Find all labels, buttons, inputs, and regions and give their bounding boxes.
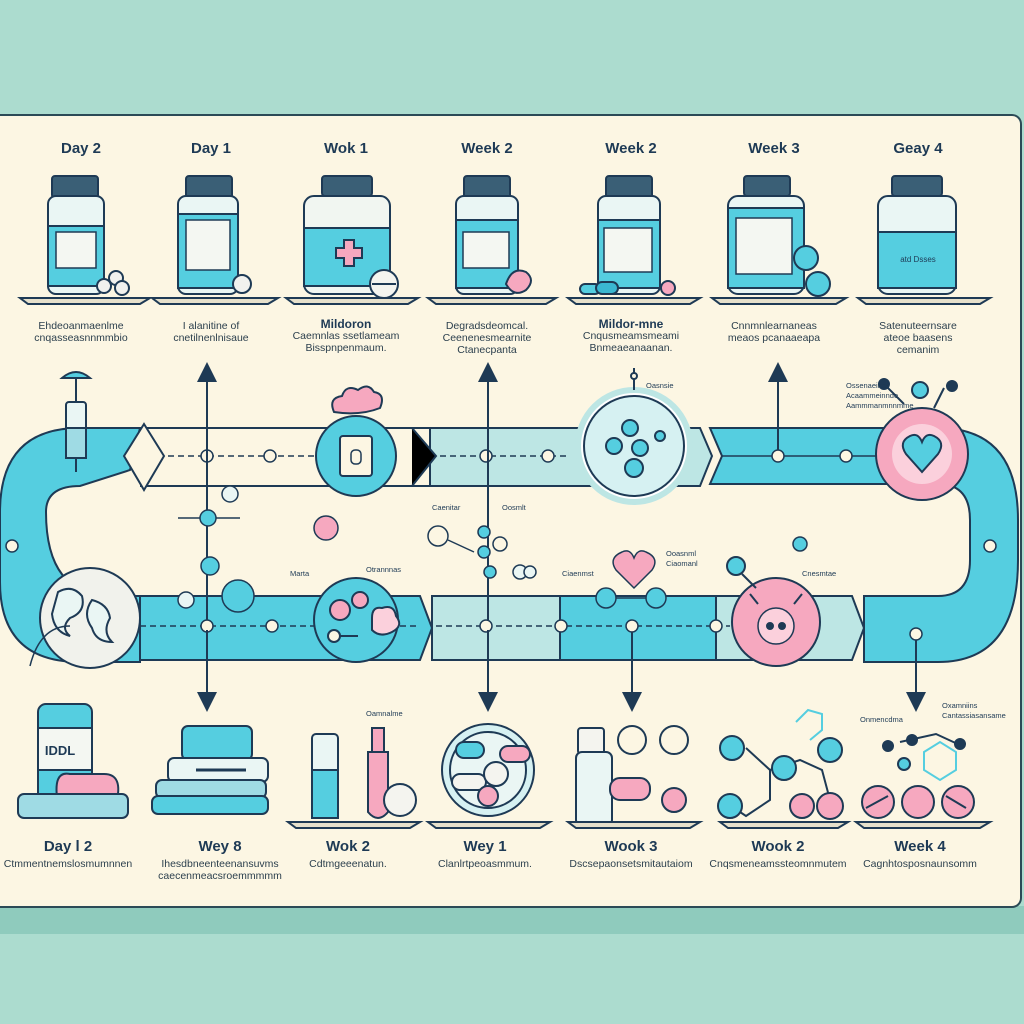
top-label-2: Day 1 [190, 140, 232, 157]
bottom-label-3: Wok 2 [326, 838, 370, 855]
bottom-label-5: Wook 3 [604, 838, 658, 855]
top-label-1: Day 2 [60, 140, 102, 157]
bottom-note-1: Ctmmentnemslosmumnnen [3, 858, 133, 870]
bottom-label-2: Wey 8 [198, 838, 242, 855]
top-label-3: Wok 1 [324, 140, 368, 157]
bottom-label-6: Wook 2 [751, 838, 805, 855]
top-label-5: Week 2 [605, 140, 657, 157]
timeline-board [0, 114, 1022, 908]
bottom-label-4: Wey 1 [463, 838, 507, 855]
bottom-label-1: Day l 2 [43, 838, 93, 855]
bottom-note-4: Clanlrtpeoasmmum. [438, 858, 532, 870]
bottom-note-5: Dscsepaonsetsmitautaiom [569, 858, 693, 870]
top-label-4: Week 2 [461, 140, 513, 157]
top-label-6: Week 3 [748, 140, 800, 157]
top-label-7: Geay 4 [893, 140, 943, 157]
bottom-note-7: Cagnhtosposnaunsomm [863, 858, 977, 870]
bottom-note-6: Cnqsmeneamssteomnmutem [709, 858, 847, 870]
bottom-note-3: Cdtmgeeenatun. [309, 858, 387, 870]
board-shadow [0, 906, 1024, 934]
bottom-label-7: Week 4 [894, 838, 946, 855]
